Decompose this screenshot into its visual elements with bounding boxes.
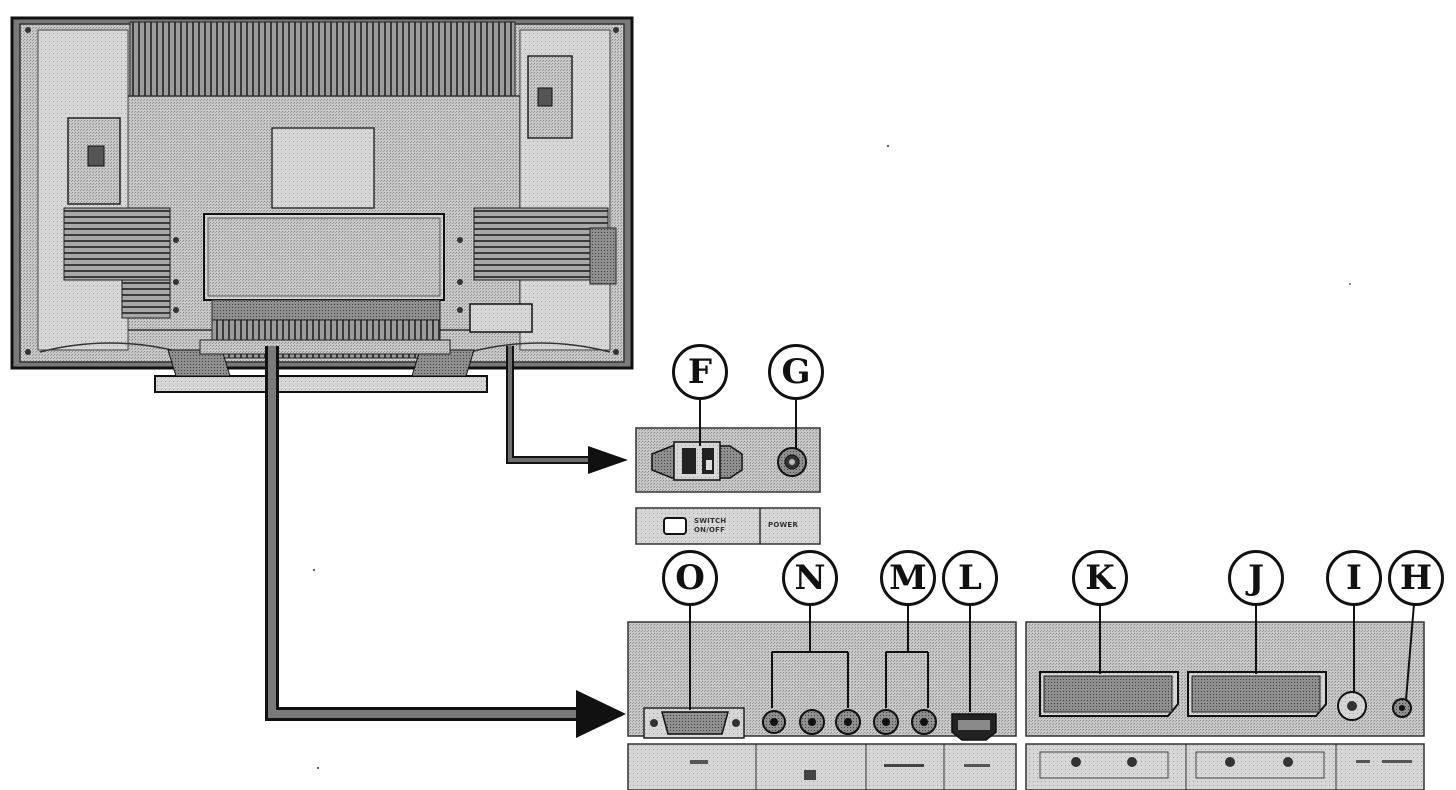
tv-rear-panel	[10, 16, 634, 393]
power-label: POWER	[768, 521, 798, 529]
callout-I: I	[1326, 550, 1382, 606]
connection-arrows	[265, 346, 628, 738]
av-label-strip	[627, 743, 1017, 790]
callout-G: G	[768, 344, 824, 400]
scart-label-strip	[1025, 743, 1425, 790]
callout-J: J	[1228, 550, 1284, 606]
callout-L: L	[942, 550, 998, 606]
callout-N: N	[782, 550, 838, 606]
callout-K: K	[1072, 550, 1128, 606]
power-label-strip	[635, 507, 821, 545]
callout-H: H	[1388, 550, 1444, 606]
power-panel	[635, 400, 821, 493]
scart-panel	[1025, 603, 1425, 737]
callout-F: F	[672, 344, 728, 400]
callout-O: O	[662, 550, 718, 606]
callout-M: M	[880, 550, 936, 606]
av-connector-panel	[627, 604, 1017, 741]
switch-label: SWITCH ON/OFF	[694, 517, 727, 534]
